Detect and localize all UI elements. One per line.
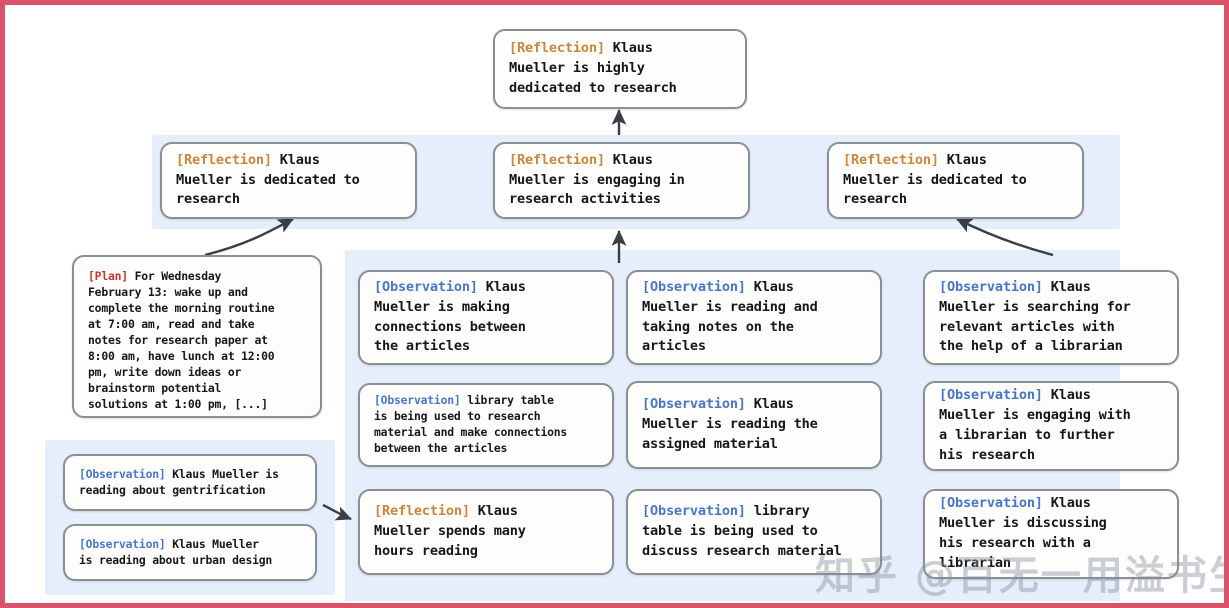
node-body: Klaus Mueller is engaging in research ac…	[509, 151, 685, 208]
node-body: Klaus Mueller is searching for relevant …	[939, 278, 1131, 355]
node-text: [Reflection] Klaus Mueller is engaging i…	[509, 151, 685, 211]
tag-observation: [Observation]	[79, 536, 166, 551]
tag-observation: [Observation]	[939, 495, 1043, 512]
node-text: [Observation] Klaus Mueller is searching…	[939, 278, 1131, 357]
node-col3-observation-engaging-librarian[interactable]: [Observation] Klaus Mueller is engaging …	[923, 381, 1179, 471]
node-body: Klaus Mueller is reading and taking note…	[642, 278, 818, 355]
node-text: [Observation] Klaus Mueller is discussin…	[939, 494, 1107, 573]
tag-observation: [Observation]	[939, 387, 1043, 404]
node-col1-reflection-hours-reading[interactable]: [Reflection] Klaus Mueller spends many h…	[358, 489, 614, 575]
node-col2-observation-taking-notes[interactable]: [Observation] Klaus Mueller is reading a…	[626, 270, 882, 365]
tag-reflection: [Reflection]	[509, 151, 605, 168]
node-body: Klaus Mueller is reading the assigned ma…	[642, 396, 818, 452]
tag-observation: [Observation]	[642, 396, 746, 413]
watermark: 知乎 @百无一用溢书生	[815, 553, 1229, 599]
node-text: [Observation] Klaus Mueller is reading a…	[642, 278, 818, 357]
node-body: library table is being used to discuss r…	[642, 503, 842, 559]
tag-observation: [Observation]	[642, 503, 746, 520]
node-text: [Observation] Klaus Mueller is reading t…	[642, 395, 818, 455]
node-col1-observation-library-table[interactable]: [Observation] library table is being use…	[358, 383, 614, 467]
node-observation-gentrification[interactable]: [Observation] Klaus Mueller is reading a…	[63, 454, 317, 511]
tag-observation: [Observation]	[374, 393, 461, 408]
node-body: library table is being used to research …	[374, 393, 568, 455]
node-body: Klaus Mueller is highly dedicated to res…	[509, 40, 677, 96]
node-text: [Plan] For Wednesday February 13: wake u…	[88, 269, 275, 413]
node-plan[interactable]: [Plan] For Wednesday February 13: wake u…	[72, 255, 322, 418]
tag-reflection: [Reflection]	[843, 151, 939, 168]
node-body: Klaus Mueller is reading about gentrific…	[79, 466, 279, 497]
tag-plan: [Plan]	[88, 269, 128, 283]
node-body: Klaus Mueller is dedicated to research	[176, 151, 360, 208]
node-text: [Observation] Klaus Mueller is reading a…	[79, 467, 279, 499]
node-col1-observation-connections[interactable]: [Observation] Klaus Mueller is making co…	[358, 270, 614, 365]
node-col2-observation-discuss-material[interactable]: [Observation] library table is being use…	[626, 489, 882, 575]
node-body: Klaus Mueller spends many hours reading	[374, 503, 526, 559]
node-text: [Reflection] Klaus Mueller is highly ded…	[509, 39, 677, 99]
tag-observation: [Observation]	[642, 278, 746, 295]
node-text: [Reflection] Klaus Mueller spends many h…	[374, 502, 526, 562]
node-body: For Wednesday February 13: wake up and c…	[88, 269, 275, 411]
tag-reflection: [Reflection]	[176, 151, 272, 168]
node-body: Klaus Mueller is dedicated to research	[843, 151, 1027, 208]
tag-observation: [Observation]	[374, 278, 478, 295]
node-root-reflection[interactable]: [Reflection] Klaus Mueller is highly ded…	[493, 29, 747, 109]
node-text: [Observation] Klaus Mueller is reading a…	[79, 537, 272, 569]
tag-observation: [Observation]	[79, 466, 166, 481]
node-reflection-left[interactable]: [Reflection] Klaus Mueller is dedicated …	[160, 142, 417, 219]
node-text: [Observation] Klaus Mueller is making co…	[374, 278, 526, 357]
node-text: [Observation] library table is being use…	[642, 502, 842, 562]
node-body: Klaus Mueller is reading about urban des…	[79, 536, 273, 567]
node-body: Klaus Mueller is discussing his research…	[939, 495, 1107, 571]
tag-observation: [Observation]	[939, 278, 1043, 295]
node-col3-observation-searching-articles[interactable]: [Observation] Klaus Mueller is searching…	[923, 270, 1179, 365]
node-body: Klaus Mueller is engaging with a librari…	[939, 387, 1131, 463]
tag-reflection: [Reflection]	[509, 40, 605, 57]
node-text: [Reflection] Klaus Mueller is dedicated …	[176, 151, 360, 211]
node-observation-urban-design[interactable]: [Observation] Klaus Mueller is reading a…	[63, 524, 317, 581]
node-text: [Observation] library table is being use…	[374, 393, 567, 457]
node-reflection-center[interactable]: [Reflection] Klaus Mueller is engaging i…	[493, 142, 750, 219]
node-col2-observation-assigned-material[interactable]: [Observation] Klaus Mueller is reading t…	[626, 381, 882, 469]
tag-reflection: [Reflection]	[374, 503, 470, 520]
node-col3-observation-discussing-research[interactable]: [Observation] Klaus Mueller is discussin…	[923, 489, 1179, 579]
node-body: Klaus Mueller is making connections betw…	[374, 278, 526, 355]
node-text: [Observation] Klaus Mueller is engaging …	[939, 386, 1131, 465]
node-text: [Reflection] Klaus Mueller is dedicated …	[843, 151, 1027, 211]
node-reflection-right[interactable]: [Reflection] Klaus Mueller is dedicated …	[827, 142, 1084, 219]
